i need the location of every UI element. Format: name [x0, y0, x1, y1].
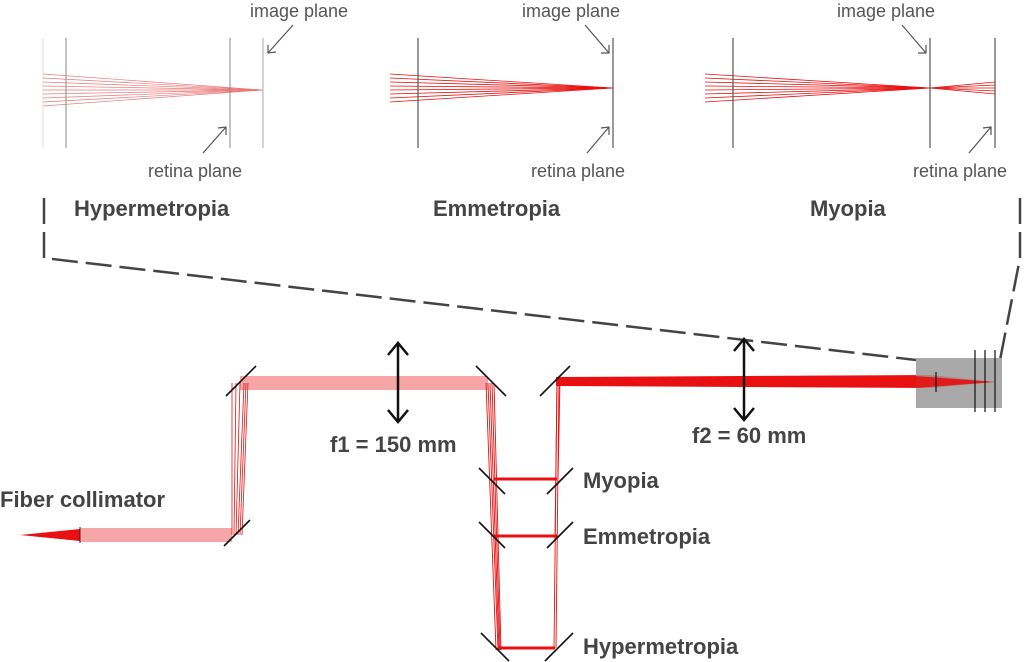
mirror-hypermetropia-left: [480, 632, 510, 662]
lens-f1-label: f1 = 150 mm: [330, 432, 457, 457]
mirror-1: [223, 519, 251, 547]
mirror-emmetropia-right: [546, 521, 574, 549]
mirror-hypermetropia-right: [544, 632, 574, 662]
inset-hypermetropia-rays: [42, 73, 264, 107]
zoom-connector: [42, 198, 1022, 362]
inset-hypermetropia: image plane retina plane Hypermetropia: [42, 1, 348, 221]
position-hypermetropia-label: Hypermetropia: [583, 634, 739, 659]
inset-hypermetropia-retina-plane-label: retina plane: [148, 161, 242, 181]
inset-myopia-image-plane-label: image plane: [837, 1, 935, 21]
lens-f2: [733, 337, 755, 422]
beam-segment-5: [553, 379, 561, 649]
beam-segment-1: [80, 528, 232, 542]
mirror-4: [539, 365, 571, 397]
inset-emmetropia-rays: [389, 73, 614, 103]
inset-hypermetropia-retina-arrow: [202, 126, 227, 154]
inset-emmetropia-image-plane-label: image plane: [522, 1, 620, 21]
main-beam: [20, 375, 995, 651]
lens-f2-label: f2 = 60 mm: [692, 423, 806, 448]
inset-myopia-image-arrowhead: [918, 45, 927, 54]
inset-myopia-rays: [704, 73, 996, 103]
collimator-beam-cone: [20, 529, 80, 541]
inset-emmetropia: image plane retina plane Emmetropia: [389, 1, 625, 221]
inset-emmetropia-title: Emmetropia: [433, 196, 561, 221]
fiber-collimator-label: Fiber collimator: [0, 487, 165, 512]
inset-myopia-title: Myopia: [810, 196, 887, 221]
beam-segment-6: [556, 375, 995, 388]
inset-hypermetropia-image-arrowhead: [267, 45, 277, 54]
mirror-myopia-right: [546, 467, 574, 495]
inset-emmetropia-retina-plane-label: retina plane: [531, 161, 625, 181]
position-emmetropia-label: Emmetropia: [583, 524, 711, 549]
inset-hypermetropia-title: Hypermetropia: [74, 196, 230, 221]
mirror-2: [225, 365, 257, 397]
eye-model: [916, 350, 1002, 412]
inset-hypermetropia-image-arrow: [267, 24, 294, 54]
inset-emmetropia-retina-arrow: [586, 126, 610, 154]
lens-f1: [387, 341, 409, 424]
mirror-myopia-left: [478, 467, 506, 495]
inset-myopia: image plane retina plane Myopia: [704, 1, 1007, 221]
beam-segment-2: [231, 382, 249, 536]
zoom-connector-right: [998, 198, 1022, 361]
mirror-3: [475, 365, 507, 397]
inset-hypermetropia-image-plane-label: image plane: [250, 1, 348, 21]
zoom-connector-left: [42, 198, 917, 362]
inset-emmetropia-retina-arrowhead: [600, 126, 610, 135]
inset-myopia-retina-plane-label: retina plane: [913, 161, 1007, 181]
inset-hypermetropia-retina-arrowhead: [217, 126, 227, 135]
mirrors: [223, 365, 574, 662]
inset-myopia-retina-arrow: [968, 126, 992, 154]
beam-segment-3: [240, 376, 488, 390]
beam-segment-4: [485, 382, 502, 651]
mirror-emmetropia-left: [478, 521, 506, 549]
inset-myopia-image-arrow: [901, 24, 927, 54]
position-myopia-label: Myopia: [583, 468, 660, 493]
inset-emmetropia-image-arrow: [584, 24, 610, 54]
inset-emmetropia-image-arrowhead: [601, 45, 610, 54]
inset-myopia-retina-arrowhead: [982, 126, 992, 135]
